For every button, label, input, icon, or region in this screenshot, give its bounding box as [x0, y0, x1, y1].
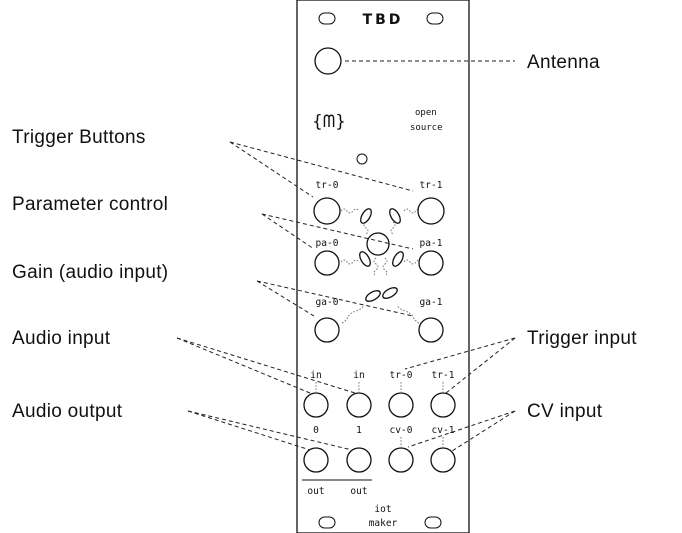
led-ga1 [382, 287, 398, 299]
callout-trigger-buttons: Trigger Buttons [12, 127, 146, 148]
knob-pa1 [418, 250, 444, 276]
jack-cv-in-1 [430, 447, 456, 473]
maker-line1: iot [374, 504, 391, 515]
knob-ga0 [314, 317, 340, 343]
jack-audio-out-0 [303, 447, 329, 473]
led-pa0 [359, 251, 371, 267]
open-source-line2: source [410, 123, 443, 133]
led-tr0 [360, 208, 372, 224]
out-label-0: out [307, 486, 324, 497]
jack-audio-in-0 [303, 392, 329, 418]
callout-trigger-input: Trigger input [527, 328, 637, 349]
jack-trigger-in-1 [430, 392, 456, 418]
knob-label-pa0: pa-0 [316, 238, 339, 249]
wave-logo: {ᗰ} [312, 112, 346, 132]
antenna-jack [314, 47, 342, 75]
panel-title: TBD [363, 12, 404, 28]
callout-antenna: Antenna [527, 52, 600, 73]
jack-audio-out-1 [346, 447, 372, 473]
jack-trigger-in-0 [388, 392, 414, 418]
mount-hole-top-left [318, 12, 336, 25]
callout-parameter-control: Parameter control [12, 194, 168, 215]
knob-label-ga1: ga-1 [420, 297, 443, 308]
led-tr1 [389, 208, 401, 224]
center-parameter-knob [366, 232, 390, 256]
callout-gain: Gain (audio input) [12, 262, 168, 283]
circuit-traces [340, 208, 423, 324]
jack-label-out-1: 1 [356, 425, 362, 436]
knob-ga1 [418, 317, 444, 343]
callout-audio-input: Audio input [12, 328, 111, 349]
jack-label-tr1: tr-1 [432, 370, 455, 381]
mount-hole-bottom-right [424, 516, 442, 529]
out-label-1: out [350, 486, 367, 497]
jack-label-in-0: in [310, 370, 321, 381]
mount-hole-bottom-left [318, 516, 336, 529]
led-pa1 [392, 251, 404, 267]
jack-label-in-1: in [353, 370, 364, 381]
knob-label-pa1: pa-1 [420, 238, 443, 249]
knob-label-ga0: ga-0 [316, 297, 339, 308]
open-source-line1: open [415, 108, 437, 118]
knob-tr1 [417, 197, 445, 225]
jack-audio-in-1 [346, 392, 372, 418]
knob-label-tr0: tr-0 [316, 180, 339, 191]
jack-cv-in-0 [388, 447, 414, 473]
status-led [356, 153, 368, 165]
knob-pa0 [314, 250, 340, 276]
jack-label-out-0: 0 [313, 425, 319, 436]
jack-label-cv1: cv-1 [432, 425, 455, 436]
callout-audio-output: Audio output [12, 401, 123, 422]
maker-line2: maker [369, 518, 398, 529]
callout-cv-input: CV input [527, 401, 603, 422]
leader-lines [176, 60, 516, 452]
jack-label-cv0: cv-0 [390, 425, 413, 436]
knob-label-tr1: tr-1 [420, 180, 443, 191]
led-ga0 [365, 290, 381, 302]
knob-tr0 [313, 197, 341, 225]
mount-hole-top-right [426, 12, 444, 25]
jack-label-tr0: tr-0 [390, 370, 413, 381]
